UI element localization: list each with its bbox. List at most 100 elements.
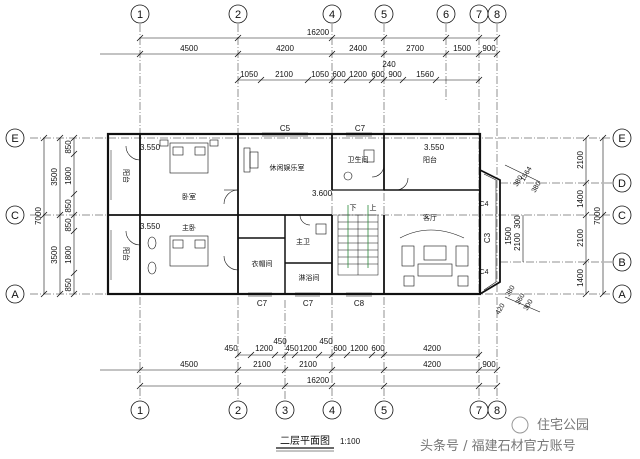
right-dim-r2-2: 1500 xyxy=(504,227,513,245)
top-dim-r2-5: 1200 xyxy=(349,70,367,79)
left-dim-1: 3500 xyxy=(50,168,59,186)
axis-label-5-top: 5 xyxy=(381,9,387,21)
window-tag-c3: C3 xyxy=(483,232,492,243)
left-dim-r2-6: 850 xyxy=(64,278,73,292)
bottom-dim-3: 2100 xyxy=(299,360,317,369)
top-dim-r2-2: 2100 xyxy=(275,70,293,79)
right-dim-2: 1400 xyxy=(576,190,585,208)
bottom-dim-2: 2100 xyxy=(253,360,271,369)
top-dim-r2-1: 1050 xyxy=(240,70,258,79)
left-dim-2: 3500 xyxy=(50,246,59,264)
window-tag-c8: C8 xyxy=(354,299,365,308)
top-dim-small: 240 xyxy=(382,60,396,69)
right-dim-1: 2100 xyxy=(576,151,585,169)
axis-label-8-top: 8 xyxy=(494,9,500,21)
bottom-dim-r2-3: 450 xyxy=(273,337,287,346)
walls xyxy=(106,132,501,296)
room-bathroom: 卫生间 xyxy=(348,155,369,164)
drawing-title: 二层平面图 xyxy=(280,435,330,447)
elevation-1: 3.550 xyxy=(140,143,161,152)
room-balcony-top-right: 阳台 xyxy=(423,155,437,164)
axis-label-E-left: E xyxy=(11,133,18,145)
top-dim-4: 2700 xyxy=(406,44,424,53)
window-tag-c5: C5 xyxy=(280,124,291,133)
window-tag-c4-top: C4 xyxy=(480,201,489,208)
left-dim-r2-1: 850 xyxy=(64,140,73,154)
top-dim-5: 1500 xyxy=(453,44,471,53)
left-dim-r2-5: 1800 xyxy=(64,246,73,264)
doors xyxy=(125,145,409,271)
room-leisure: 休闲娱乐室 xyxy=(270,163,305,172)
axis-label-B-right: B xyxy=(618,257,625,269)
top-dim-1: 4500 xyxy=(180,44,198,53)
axis-label-1-bottom: 1 xyxy=(137,405,143,417)
windows-marks xyxy=(107,132,372,297)
axis-label-4-bottom: 4 xyxy=(329,405,335,417)
axis-label-5-bottom: 5 xyxy=(381,405,387,417)
right-diag-2: 380 xyxy=(513,174,525,188)
watermark-top: 住宅公园 xyxy=(537,418,589,433)
top-dim-r2-7: 900 xyxy=(388,70,402,79)
bottom-dim-r2-6: 450 xyxy=(319,337,333,346)
room-master-bedroom: 主卧 xyxy=(182,223,196,232)
bottom-dim-1: 4500 xyxy=(180,360,198,369)
right-dim-r2-1: 2100 xyxy=(513,233,522,251)
axis-label-6-top: 6 xyxy=(443,9,449,21)
axis-label-8-bottom: 8 xyxy=(494,405,500,417)
axis-label-D-right: D xyxy=(618,178,626,190)
bottom-dim-4: 4200 xyxy=(423,360,441,369)
axis-label-2-bottom: 2 xyxy=(235,405,241,417)
window-tag-c7-b2: C7 xyxy=(303,299,314,308)
top-dim-r2-4: 600 xyxy=(332,70,346,79)
axis-label-1-top: 1 xyxy=(137,9,143,21)
furniture xyxy=(147,139,469,287)
stair-down-label: 下 xyxy=(350,204,357,212)
room-shower: 淋浴间 xyxy=(299,273,320,282)
room-living: 客厅 xyxy=(423,213,437,222)
axis-label-C-right: C xyxy=(618,210,626,222)
bottom-dim-r2-7: 600 xyxy=(333,344,347,353)
drawing-scale: 1:100 xyxy=(340,437,361,446)
room-walk-in-closet: 衣帽间 xyxy=(252,259,273,268)
top-dim-r2-3: 1050 xyxy=(311,70,329,79)
bottom-dim-r2-10: 4200 xyxy=(423,344,441,353)
window-tag-c7-b1: C7 xyxy=(257,299,268,308)
room-master-bath: 主卫 xyxy=(296,237,310,246)
axis-label-3-bottom: 3 xyxy=(282,405,288,417)
axis-label-4-top: 4 xyxy=(329,9,335,21)
axis-label-2-top: 2 xyxy=(235,9,241,21)
axis-label-C-left: C xyxy=(11,210,19,222)
top-total-dim: 16200 xyxy=(307,28,330,37)
axis-label-A-left: A xyxy=(11,289,19,301)
right-dim-r2-3: 300 xyxy=(513,215,522,229)
stair-up-label: 上 xyxy=(370,203,377,212)
axis-label-E-right: E xyxy=(618,133,625,145)
bottom-dim-r2-2: 1200 xyxy=(255,344,273,353)
right-total-dim: 7000 xyxy=(593,207,602,225)
bottom-total-dim: 16200 xyxy=(307,376,330,385)
axis-label-7-top: 7 xyxy=(476,9,482,21)
window-tag-c7-top: C7 xyxy=(355,124,366,133)
staircase xyxy=(337,205,379,276)
left-total-dim: 7000 xyxy=(34,207,43,225)
bottom-dim-r2-5: 1200 xyxy=(299,344,317,353)
watermark-logo-icon xyxy=(511,416,529,434)
right-dim-3: 2100 xyxy=(576,229,585,247)
top-dim-2: 4200 xyxy=(276,44,294,53)
elevation-2: 3.550 xyxy=(140,222,161,231)
top-dim-r2-6: 600 xyxy=(371,70,385,79)
elevation-4: 3.600 xyxy=(312,189,333,198)
right-diag-5: 360 xyxy=(515,292,527,306)
bottom-dim-r2-8: 1200 xyxy=(350,344,368,353)
axis-bubbles xyxy=(5,4,632,420)
bottom-dim-r2-1: 450 xyxy=(224,344,238,353)
bottom-dim-r2-9: 600 xyxy=(371,344,385,353)
right-diag-4: 380 xyxy=(505,284,517,298)
bottom-dim-5: 900 xyxy=(482,360,496,369)
right-diag-6: 420 xyxy=(495,302,507,316)
left-dim-r2-3: 850 xyxy=(64,199,73,213)
right-diag-3: 380 xyxy=(531,180,543,194)
room-balcony-top-left: 阳台 xyxy=(122,169,131,183)
top-dim-3: 2400 xyxy=(349,44,367,53)
